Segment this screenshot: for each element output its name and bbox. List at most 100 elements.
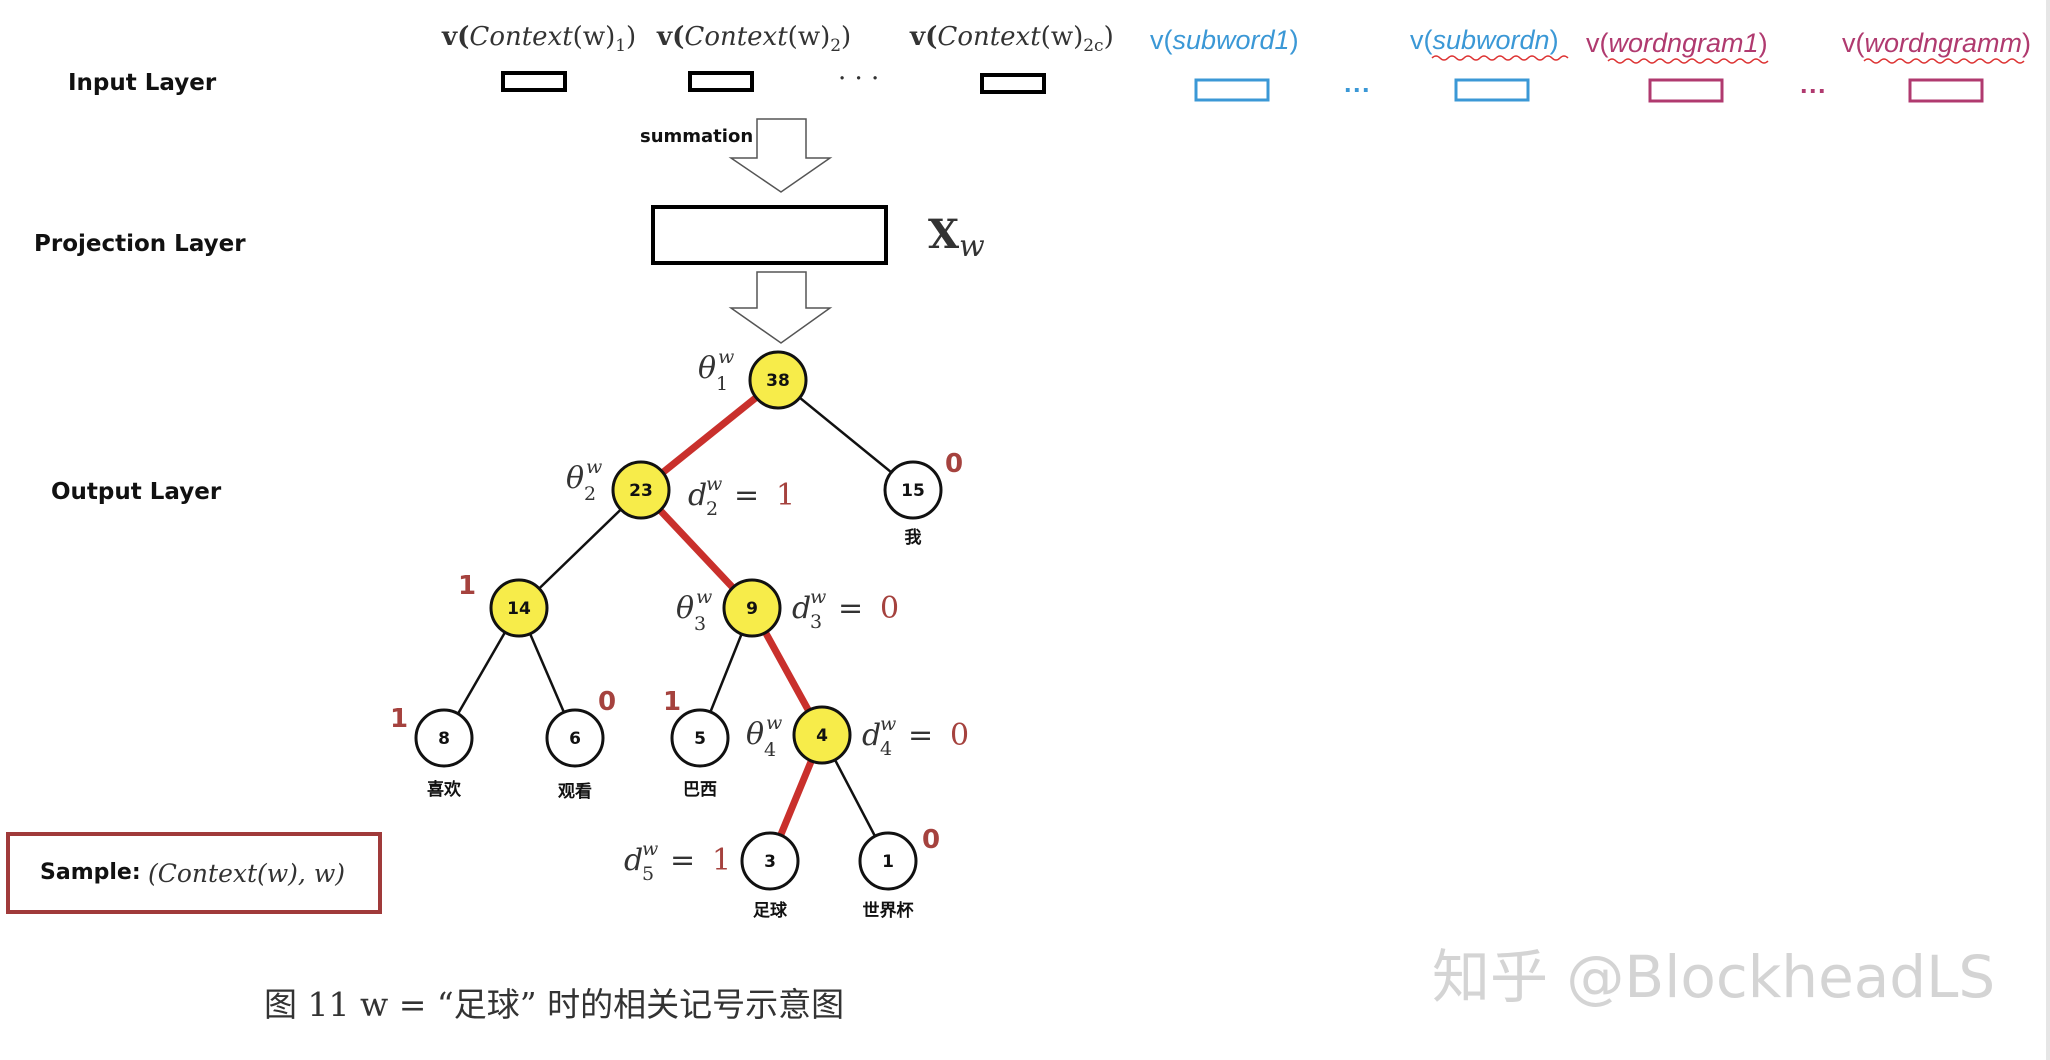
summation-arrow	[728, 118, 833, 193]
tree-node-23: 23	[611, 460, 671, 520]
context-input-1: v(Context(w)1)	[441, 22, 636, 92]
svg-text:1: 1	[882, 852, 894, 872]
wordngram-input-1: v(wordngram1)	[1586, 28, 1769, 103]
svg-text:3: 3	[764, 852, 776, 872]
svg-text:w: w	[706, 473, 722, 495]
svg-text:v(Context(w)2): v(Context(w)2)	[656, 22, 851, 56]
svg-text:9: 9	[746, 599, 758, 619]
sample-box: Sample: (Context(w), w)	[6, 832, 382, 914]
subword-input-1: v(subword1)	[1150, 25, 1299, 102]
svg-text:v(subword1): v(subword1)	[1150, 25, 1299, 55]
svg-text:1: 1	[716, 373, 728, 395]
tree-node-3: 3 足球	[740, 831, 800, 921]
svg-text:15: 15	[901, 481, 925, 501]
huffman-code: 0	[945, 449, 963, 479]
svg-text:w: w	[880, 713, 896, 735]
svg-text:=: =	[838, 591, 863, 626]
svg-text:2: 2	[584, 483, 596, 505]
svg-text:5: 5	[694, 729, 706, 749]
tree-node-5: 5 巴西 1	[663, 687, 730, 800]
leaf-word: 我	[905, 528, 922, 548]
svg-text:6: 6	[569, 729, 581, 749]
tree-node-1: 1 世界杯 0	[858, 825, 940, 921]
svg-text:=: =	[670, 843, 695, 878]
subword-input-n: v(subwordn)	[1410, 25, 1569, 102]
svg-text:0: 0	[880, 591, 899, 626]
svg-text:v(subwordn): v(subwordn)	[1410, 25, 1559, 55]
svg-text:θ: θ	[676, 591, 694, 626]
huffman-code: 1	[390, 704, 408, 734]
svg-text:θ: θ	[566, 461, 584, 496]
svg-text:8: 8	[438, 729, 450, 749]
projection-symbol: Xw	[928, 211, 985, 264]
huffman-code: 0	[922, 825, 940, 855]
sample-label: Sample:	[40, 860, 141, 885]
sample-expression: (Context(w), w)	[148, 859, 345, 888]
svg-text:d: d	[624, 843, 643, 878]
wordngram-vector-box	[1648, 78, 1724, 103]
svg-text:v(wordngram1): v(wordngram1)	[1586, 28, 1768, 58]
leaf-word: 世界杯	[863, 900, 914, 921]
context-vector-box	[501, 71, 567, 92]
theta-label-4: θ w 4	[746, 712, 782, 761]
tree-node-15: 15 我 0	[883, 449, 963, 548]
svg-text:3: 3	[694, 613, 706, 635]
context-ellipsis: · · ·	[838, 64, 879, 94]
svg-text:d: d	[862, 718, 881, 753]
huffman-code: 1	[458, 571, 476, 601]
wordngram-vector-box	[1908, 78, 1984, 103]
svg-text:w: w	[586, 456, 602, 478]
spellcheck-underline	[1863, 58, 2025, 64]
svg-text:=: =	[734, 478, 759, 513]
svg-text:38: 38	[766, 371, 790, 391]
tree-node-6: 6 观看 0	[545, 687, 616, 802]
d-label-2: d w 2 = 1	[688, 473, 795, 520]
svg-text:w: w	[718, 346, 734, 368]
context-input-2c: v(Context(w)2c)	[909, 22, 1114, 94]
leaf-word: 足球	[753, 901, 788, 921]
svg-text:w: w	[810, 586, 826, 608]
theta-label-3: θ w 3	[676, 586, 712, 635]
huffman-code: 0	[598, 687, 616, 717]
projection-layer-label: Projection Layer	[34, 231, 246, 257]
output-layer-label: Output Layer	[51, 479, 222, 505]
svg-text:w: w	[696, 586, 712, 608]
context-vector-box	[688, 71, 754, 92]
wordngram-input-m: v(wordngramm)	[1842, 28, 2031, 103]
d-label-4: d w 4 = 0	[862, 713, 969, 760]
svg-text:4: 4	[764, 739, 776, 761]
spellcheck-underline	[1607, 58, 1769, 64]
d-label-3: d w 3 = 0	[792, 586, 899, 633]
svg-text:d: d	[688, 478, 707, 513]
watermark: 知乎 @BlockheadLS	[1432, 943, 1995, 1011]
leaf-word: 喜欢	[427, 779, 462, 800]
svg-text:4: 4	[816, 726, 828, 746]
projection-box	[651, 205, 888, 265]
svg-text:θ: θ	[698, 351, 716, 386]
svg-text:v(Context(w)2c): v(Context(w)2c)	[909, 22, 1114, 56]
tree-node-8: 8 喜欢 1	[390, 704, 474, 800]
wordngram-ellipsis: ···	[1800, 76, 1827, 106]
summation-label: summation	[640, 126, 753, 147]
svg-text:w: w	[766, 712, 782, 734]
subword-vector-box	[1454, 78, 1530, 102]
theta-label-1: θ w 1	[698, 346, 734, 395]
tree-node-14: 14 1	[458, 571, 549, 638]
subword-vector-box	[1194, 78, 1270, 102]
svg-text:d: d	[792, 591, 811, 626]
spellcheck-underline	[1431, 55, 1569, 61]
svg-text:1: 1	[712, 843, 731, 878]
svg-text:v(wordngramm): v(wordngramm)	[1842, 28, 2031, 58]
leaf-word: 观看	[557, 781, 592, 802]
tree-node-9: 9	[722, 578, 782, 638]
input-layer-label: Input Layer	[68, 70, 217, 96]
svg-text:23: 23	[629, 481, 653, 501]
svg-text:4: 4	[880, 738, 892, 760]
svg-text:v(Context(w)1): v(Context(w)1)	[441, 22, 636, 56]
svg-text:θ: θ	[746, 717, 764, 752]
theta-label-2: θ w 2	[566, 456, 602, 505]
context-vector-box	[980, 73, 1046, 94]
context-input-2: v(Context(w)2)	[656, 22, 851, 92]
leaf-word: 巴西	[683, 780, 717, 800]
